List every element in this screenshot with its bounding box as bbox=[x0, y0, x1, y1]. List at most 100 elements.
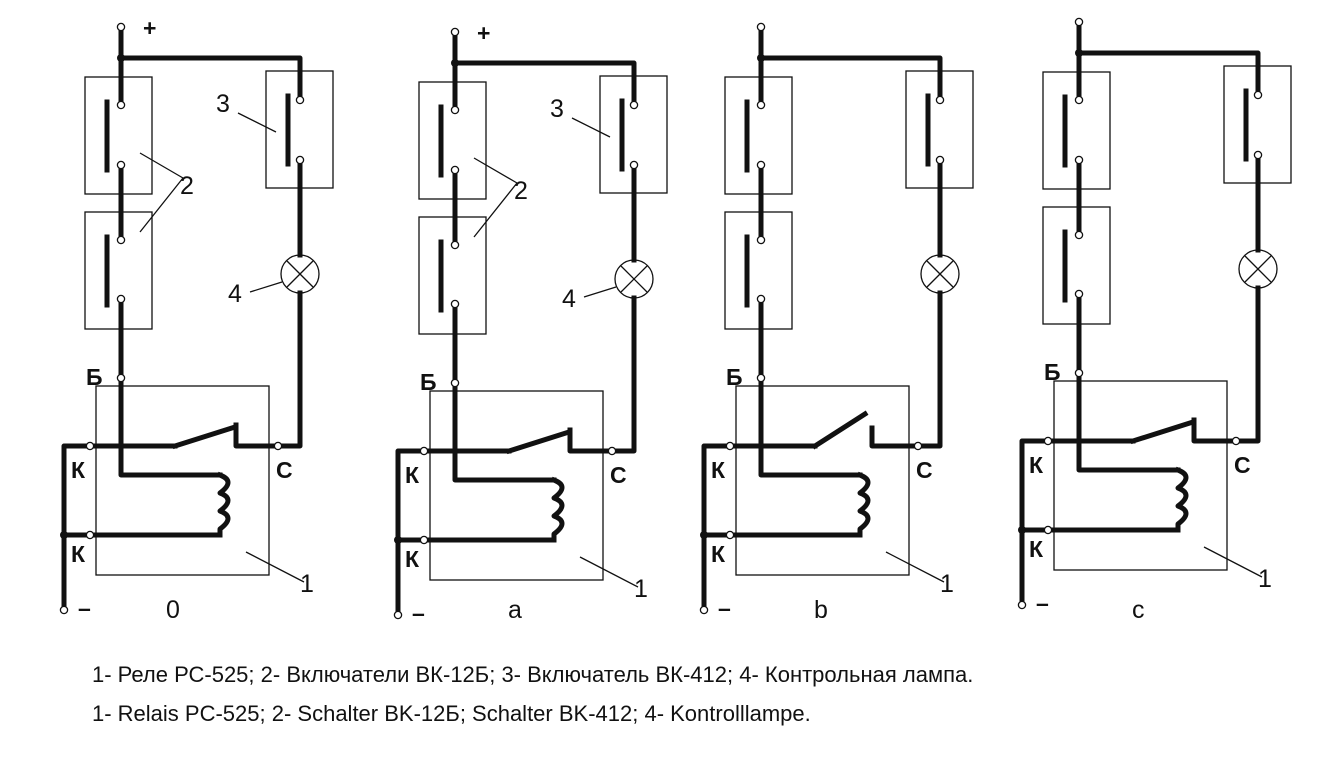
leader-1 bbox=[1203, 546, 1263, 578]
leader-4 bbox=[583, 286, 617, 298]
terminal-k2 bbox=[419, 535, 429, 545]
terminal-minus bbox=[393, 610, 403, 620]
label-plus: + bbox=[143, 15, 156, 41]
relay-contact-lever bbox=[1129, 418, 1197, 445]
leader-1 bbox=[579, 556, 639, 588]
supply-branch-wire bbox=[1076, 50, 1261, 98]
lamp-cross-b bbox=[620, 265, 648, 293]
label-4: 4 bbox=[228, 280, 242, 308]
b-to-coil-wire bbox=[118, 375, 223, 478]
label-b: Б bbox=[1044, 359, 1061, 385]
relay-fixed-contact bbox=[233, 422, 281, 449]
terminal-minus bbox=[59, 605, 69, 615]
switch-upper-top-terminal bbox=[116, 100, 126, 110]
relay-rs525-box bbox=[735, 385, 910, 576]
leader-2 bbox=[473, 157, 518, 238]
leader-4 bbox=[249, 281, 283, 293]
label-1: 1 bbox=[634, 575, 648, 603]
terminal-k1 bbox=[725, 441, 735, 451]
lamp-to-c-wire bbox=[1233, 285, 1261, 444]
label-k1: К bbox=[405, 462, 420, 488]
label-b: Б bbox=[420, 369, 437, 395]
lamp-to-c-wire bbox=[915, 290, 943, 449]
b-to-coil-wire bbox=[1076, 370, 1181, 473]
lamp-4 bbox=[614, 259, 654, 299]
terminal-c bbox=[913, 441, 923, 451]
relay-fixed-contact bbox=[1191, 417, 1239, 444]
lamp-cross-b bbox=[286, 260, 314, 288]
label-4: 4 bbox=[562, 285, 576, 313]
switch-lower-bottom-terminal bbox=[1074, 289, 1084, 299]
label-k1: К bbox=[711, 457, 726, 483]
terminal-c bbox=[607, 446, 617, 456]
relay-coil bbox=[856, 471, 871, 538]
terminal-b bbox=[756, 373, 766, 383]
label-minus: – bbox=[718, 595, 731, 621]
junction-dot bbox=[1075, 49, 1083, 57]
terminal-k2 bbox=[725, 530, 735, 540]
junction-dot bbox=[394, 536, 402, 544]
leader-1 bbox=[245, 551, 305, 583]
switch-upper-bottom-terminal bbox=[116, 160, 126, 170]
label-3: 3 bbox=[550, 95, 564, 123]
terminal-k2 bbox=[85, 530, 95, 540]
label-b: Б bbox=[86, 364, 103, 390]
lamp-4 bbox=[1238, 249, 1278, 289]
relay-rs525-box bbox=[429, 390, 604, 581]
supply-branch-wire bbox=[758, 55, 943, 103]
switch-upper-bottom-terminal bbox=[450, 165, 460, 175]
switch-lower-top-terminal bbox=[756, 235, 766, 245]
junction-dot bbox=[757, 54, 765, 62]
relay-fixed-contact bbox=[869, 425, 921, 449]
label-2: 2 bbox=[514, 177, 528, 205]
label-minus: – bbox=[412, 600, 425, 626]
relay-coil bbox=[1174, 466, 1189, 533]
terminal-c bbox=[273, 441, 283, 451]
terminal-k2 bbox=[1043, 525, 1053, 535]
relay-rs525-box bbox=[95, 385, 270, 576]
terminal-b bbox=[1074, 368, 1084, 378]
label-c: С bbox=[1234, 452, 1251, 478]
lamp-4 bbox=[280, 254, 320, 294]
label-plus: + bbox=[477, 20, 490, 46]
label-1: 1 bbox=[300, 570, 314, 598]
label-b: Б bbox=[726, 364, 743, 390]
junction-dot bbox=[117, 54, 125, 62]
variant-label: b bbox=[814, 596, 828, 624]
relay-rs525-box bbox=[1053, 380, 1228, 571]
terminal-plus bbox=[450, 27, 460, 37]
relay-contact-lever bbox=[811, 410, 869, 450]
label-1: 1 bbox=[1258, 565, 1272, 593]
lamp-to-c-wire bbox=[275, 290, 303, 449]
label-minus: – bbox=[78, 595, 91, 621]
variant-label: c bbox=[1132, 596, 1145, 624]
supply-branch-wire bbox=[118, 55, 303, 103]
label-1: 1 bbox=[940, 570, 954, 598]
switch3-bottom-terminal bbox=[935, 155, 945, 165]
minus-wire bbox=[1019, 438, 1051, 608]
switch3-top-terminal bbox=[629, 100, 639, 110]
label-c: С bbox=[916, 457, 933, 483]
switch-upper-bottom-terminal bbox=[756, 160, 766, 170]
terminal-plus bbox=[756, 22, 766, 32]
legend-german: 1- Relais PC-525; 2- Schalter BK-12Б; Sc… bbox=[92, 701, 811, 726]
relay-coil bbox=[216, 471, 231, 538]
lamp-to-c-wire bbox=[609, 295, 637, 454]
terminal-k1 bbox=[85, 441, 95, 451]
leader-3 bbox=[237, 112, 277, 133]
junction-dot bbox=[700, 531, 708, 539]
relay-contact-lever bbox=[171, 423, 239, 450]
label-k1: К bbox=[71, 457, 86, 483]
lamp-4 bbox=[920, 254, 960, 294]
label-c: С bbox=[610, 462, 627, 488]
minus-wire bbox=[701, 443, 733, 613]
terminal-minus bbox=[1017, 600, 1027, 610]
relay-coil bbox=[550, 476, 565, 543]
b-to-coil-wire bbox=[758, 375, 863, 478]
leader-3 bbox=[571, 117, 611, 138]
junction-dot bbox=[1018, 526, 1026, 534]
relay-contact-lever bbox=[505, 428, 573, 455]
